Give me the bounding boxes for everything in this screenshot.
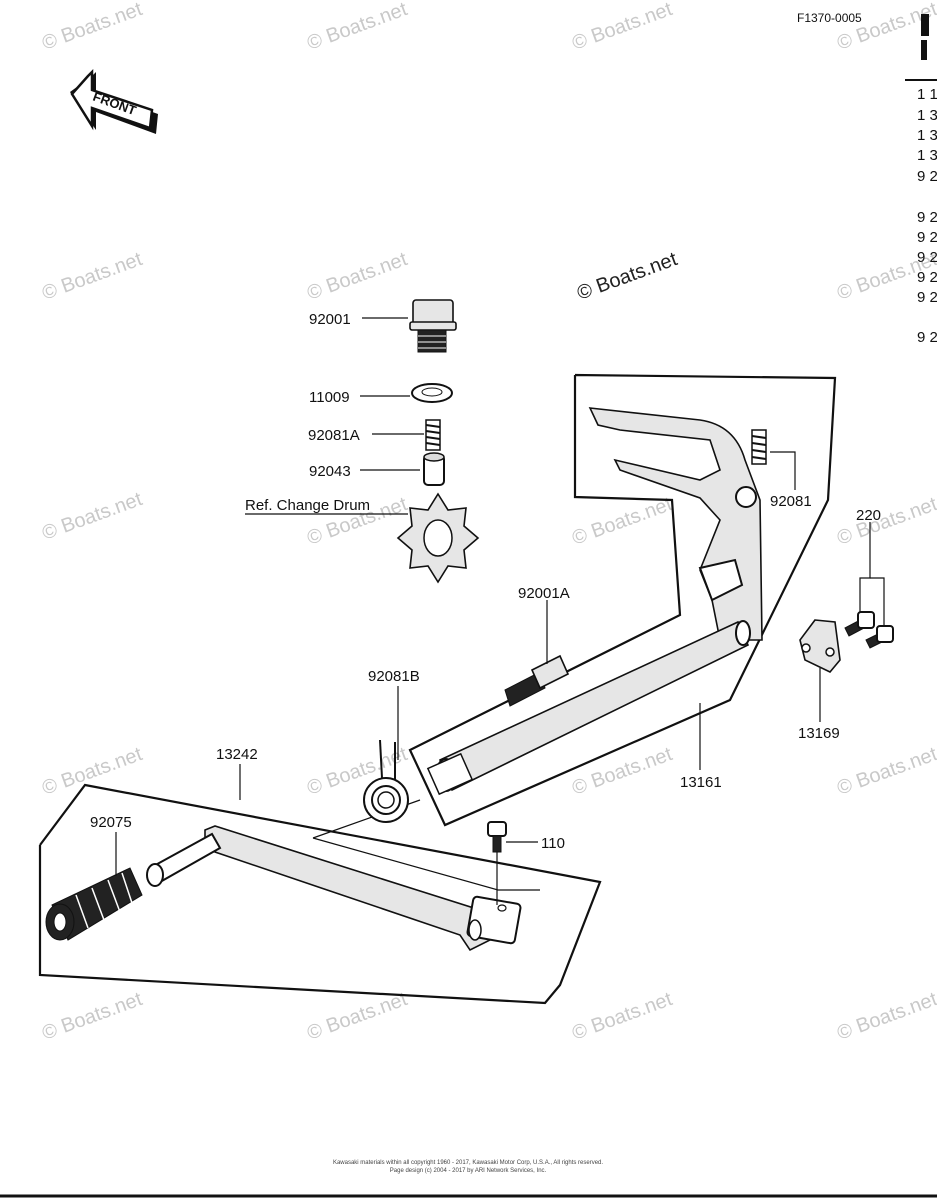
callout-92043: 92043 bbox=[309, 463, 351, 480]
pin-92043 bbox=[423, 452, 445, 486]
watermark: © Boats.net bbox=[569, 988, 675, 1045]
watermark-center: © Boats.net bbox=[574, 248, 680, 305]
callout-ref-change-drum: Ref. Change Drum bbox=[245, 497, 370, 514]
alignment-line bbox=[312, 837, 540, 891]
assembly-outline-upper bbox=[408, 373, 837, 827]
pedal-lever-13242 bbox=[146, 825, 522, 952]
gasket-11009 bbox=[411, 383, 453, 403]
callout-92001A: 92001A bbox=[518, 585, 570, 602]
shift-shaft-13161 bbox=[426, 407, 763, 796]
edge-item: 1 3 bbox=[917, 147, 937, 164]
footer-page-design: Page design (c) 2004 - 2017 by ARI Netwo… bbox=[390, 1168, 547, 1174]
callout-line-92081 bbox=[770, 451, 796, 490]
edge-item: 1 1 bbox=[917, 86, 937, 103]
watermark: © Boats.net bbox=[39, 488, 145, 545]
watermark: © Boats.net bbox=[39, 988, 145, 1045]
callout-92001: 92001 bbox=[309, 311, 351, 328]
watermark: © Boats.net bbox=[304, 0, 410, 55]
bolt-92001 bbox=[409, 299, 457, 353]
spring-92081B bbox=[363, 739, 409, 823]
callout-11009: 11009 bbox=[309, 389, 350, 406]
edge-item: 9 2 bbox=[917, 229, 937, 246]
spring-92081 bbox=[751, 429, 767, 465]
callout-line-220-b bbox=[870, 577, 885, 626]
edge-mark bbox=[921, 14, 929, 36]
edge-item: 9 2 bbox=[917, 209, 937, 226]
watermark: © Boats.net bbox=[569, 0, 675, 55]
edge-item: 9 2 bbox=[917, 269, 937, 286]
edge-item: 9 2 bbox=[917, 249, 937, 266]
edge-mark bbox=[921, 40, 927, 60]
callout-92075: 92075 bbox=[90, 814, 132, 831]
bolt-92001A bbox=[504, 654, 570, 707]
watermark: © Boats.net bbox=[304, 988, 410, 1045]
watermark: © Boats.net bbox=[569, 743, 675, 800]
callout-line-220 bbox=[859, 522, 871, 612]
callout-220: 220 bbox=[856, 507, 881, 524]
edge-item: 9 2 bbox=[917, 289, 937, 306]
footer-copyright: Kawasaki materials within all copyright … bbox=[333, 1160, 603, 1166]
edge-item: 1 3 bbox=[917, 127, 937, 144]
edge-item: 1 3 bbox=[917, 107, 937, 124]
plate-13169 bbox=[799, 619, 841, 673]
watermark: © Boats.net bbox=[834, 743, 937, 800]
callout-13169: 13169 bbox=[798, 725, 840, 742]
change-drum-star bbox=[396, 492, 480, 584]
edge-item: 9 2 bbox=[917, 329, 937, 346]
callout-92081: 92081 bbox=[770, 493, 812, 510]
edge-item: 9 2 bbox=[917, 168, 937, 185]
right-edge-list: 1 1 1 3 1 3 1 3 9 2 9 2 9 2 9 2 9 2 9 2 … bbox=[905, 14, 937, 346]
callout-92081A: 92081A bbox=[308, 427, 360, 444]
bolt-110 bbox=[487, 821, 507, 853]
diagram-code: F1370-0005 bbox=[797, 11, 862, 25]
callout-13242: 13242 bbox=[216, 746, 258, 763]
callout-13161: 13161 bbox=[680, 774, 722, 791]
front-arrow-shape bbox=[70, 68, 154, 131]
callout-92081B: 92081B bbox=[368, 668, 420, 685]
watermark: © Boats.net bbox=[39, 0, 145, 55]
watermark: © Boats.net bbox=[39, 743, 145, 800]
screws-220 bbox=[844, 611, 894, 649]
watermark-layer: © Boats.net © Boats.net © Boats.net © Bo… bbox=[39, 0, 937, 1045]
footpeg-rubber-92075 bbox=[45, 867, 143, 941]
watermark: © Boats.net bbox=[569, 493, 675, 550]
watermark: © Boats.net bbox=[834, 493, 937, 550]
watermark: © Boats.net bbox=[39, 248, 145, 305]
watermark: © Boats.net bbox=[834, 988, 937, 1045]
spring-92081A bbox=[425, 419, 441, 451]
front-arrow-badge: FRONT bbox=[70, 68, 158, 134]
callout-110: 110 bbox=[541, 835, 565, 852]
assembly-outline-lower bbox=[38, 783, 602, 1005]
watermark: © Boats.net bbox=[304, 248, 410, 305]
